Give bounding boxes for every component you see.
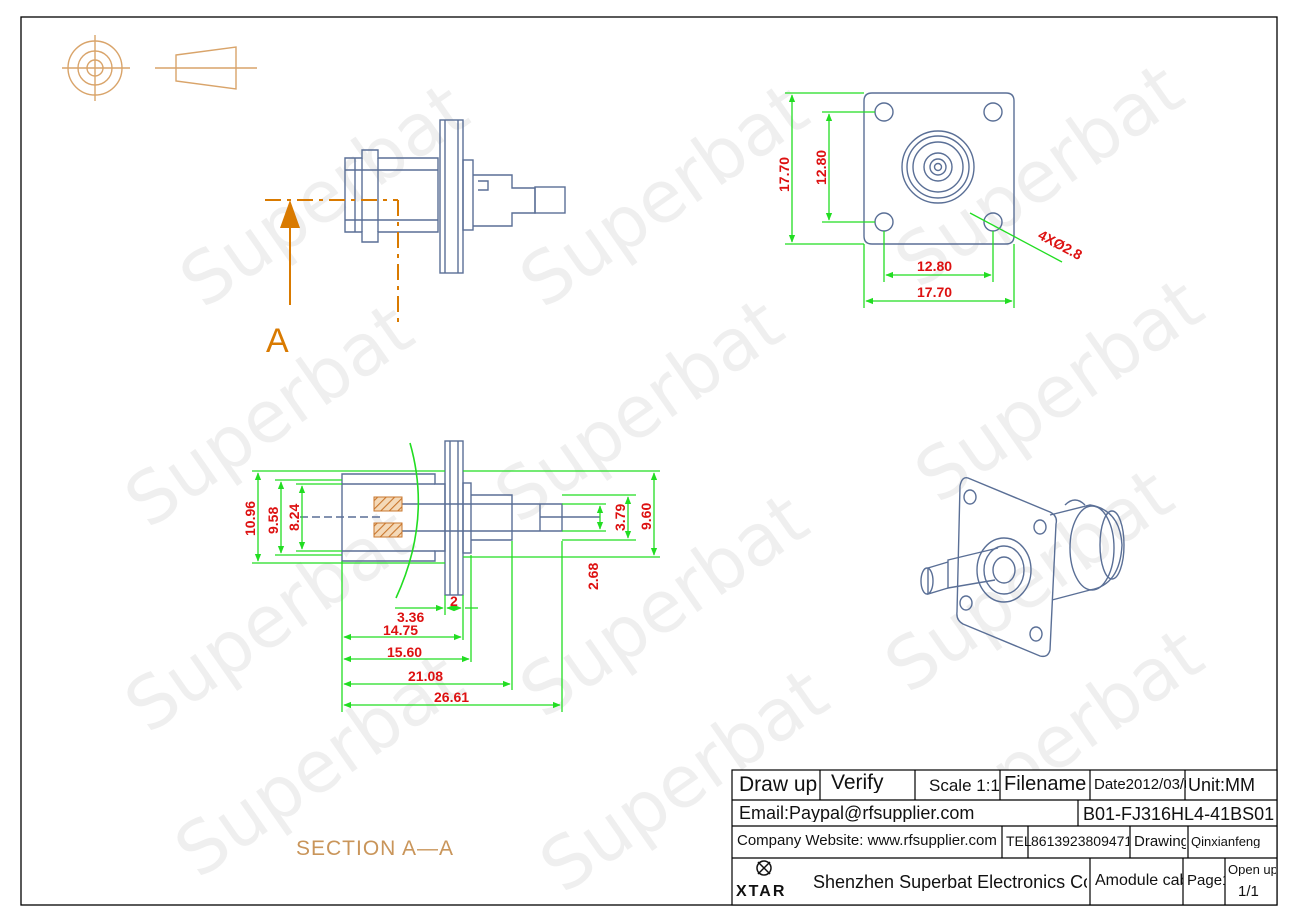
dim-sec-l6: 26.61 — [434, 689, 469, 705]
projection-symbol — [62, 35, 257, 101]
website-label: Company Website: www.rfsupplier.com — [737, 833, 997, 848]
dim-sec-d4: 3.79 — [612, 504, 628, 531]
draw-up-label: Draw up — [739, 774, 818, 795]
dim-top-height: 17.70 — [776, 157, 792, 192]
verify-label: Verify — [831, 772, 884, 793]
company-name: Shenzhen Superbat Electronics Co.,Ltd — [813, 873, 1087, 891]
dim-top-holes: 4XØ2.8 — [1036, 227, 1086, 264]
page-label: Page1 — [1187, 873, 1225, 888]
dim-top-hole-spacing-h: 12.80 — [917, 258, 952, 274]
product-name: Amodule cable — [1095, 873, 1183, 889]
section-hatch — [373, 496, 403, 538]
dim-top-width: 17.70 — [917, 284, 952, 300]
sheet-border — [20, 16, 1278, 906]
section-view — [300, 440, 600, 596]
dim-sec-l3: 14.75 — [383, 622, 418, 638]
dim-sec-d6: 2.68 — [585, 563, 601, 590]
dim-sec-l1: 3.36 — [397, 609, 424, 625]
open-up-value: 1/1 — [1238, 884, 1259, 899]
side-view — [344, 119, 566, 274]
dim-sec-d1: 10.96 — [242, 501, 258, 536]
section-marker: A — [266, 322, 289, 360]
date-label: Date2012/03/04 — [1094, 777, 1186, 792]
isometric-view — [920, 476, 1125, 658]
unit-label: Unit:MM — [1188, 776, 1255, 794]
front-view-dimensions — [785, 92, 1063, 308]
dim-sec-d5: 9.60 — [638, 503, 654, 530]
open-up-label: Open up — [1228, 863, 1276, 876]
filename-label: Filename — [1004, 774, 1087, 794]
scale-label: Scale 1:1 — [929, 777, 1000, 794]
break-line — [395, 442, 420, 599]
dim-sec-l2: 2 — [450, 593, 458, 609]
logo-text: XTAR — [736, 884, 787, 900]
section-arrow-icon — [280, 200, 300, 228]
dim-sec-l5: 21.08 — [408, 668, 443, 684]
dim-sec-d3: 8.24 — [286, 504, 302, 531]
section-dimensions — [252, 470, 660, 712]
drawer-name: Qinxianfeng — [1191, 835, 1261, 848]
dim-top-hole-spacing-v: 12.80 — [813, 150, 829, 185]
front-view — [863, 92, 1015, 245]
dim-sec-l4: 15.60 — [387, 644, 422, 660]
email-label: Email:Paypal@rfsupplier.com — [739, 804, 975, 822]
dim-sec-d2: 9.58 — [265, 507, 281, 534]
title-block — [731, 769, 1278, 906]
drawing-label: Drawing — [1134, 834, 1186, 849]
tel-value: 8613923809471 — [1031, 834, 1129, 848]
section-title: SECTION A—A — [296, 837, 454, 860]
part-number: B01-FJ316HL4-41BS01 — [1083, 805, 1275, 823]
xtar-logo-icon — [756, 860, 772, 876]
tel-label: TEL — [1006, 834, 1032, 848]
